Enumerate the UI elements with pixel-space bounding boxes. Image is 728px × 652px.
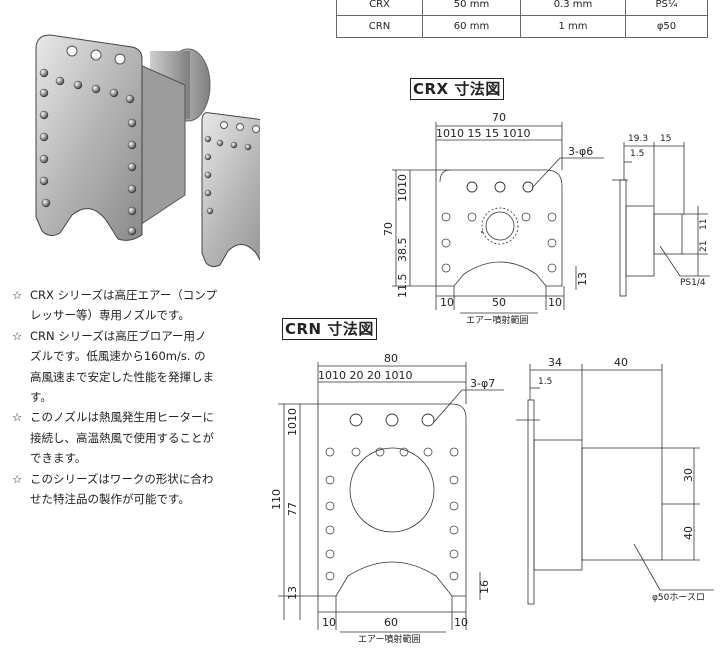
table-cell: 1 mm <box>520 15 626 38</box>
crx-holes-label: 3-φ6 <box>568 145 593 158</box>
list-item: ☆CRN シリーズは高圧ブロアー用ノズルです。低風速から160m/s. の高風速… <box>12 326 217 408</box>
crn-left-dim-bottom: 13 <box>286 586 299 600</box>
crx-side-offset: 1.5 <box>630 149 644 159</box>
table-cell: φ50 <box>625 15 708 38</box>
table-row: CRN 60 mm 1 mm φ50 <box>336 15 708 38</box>
crn-side-top-a: 34 <box>548 356 562 369</box>
table-row: CRX 50 mm 0.3 mm PS¼ <box>336 0 708 16</box>
product-description: ☆CRX シリーズは高圧エアー（コンプレッサー等）専用ノズルです。 ☆CRN シ… <box>12 285 217 509</box>
star-icon: ☆ <box>12 410 23 425</box>
spec-table: CRX 50 mm 0.3 mm PS¼ CRN 60 mm 1 mm φ50 <box>336 0 708 38</box>
crx-bottom-mid: 50 <box>492 296 506 309</box>
product-photo <box>35 34 260 268</box>
crx-right-dim: 13 <box>576 272 589 286</box>
star-icon: ☆ <box>12 288 23 302</box>
crx-left-dim-top: 1010 <box>396 174 409 202</box>
crx-drawing-title: CRX 寸法図 <box>410 78 504 100</box>
crn-top-segments: 1010 20 20 1010 <box>318 369 412 382</box>
crn-side-offset: 1.5 <box>538 377 552 387</box>
crn-holes-label: 3-φ7 <box>470 377 495 390</box>
crx-bottom-right: 10 <box>548 296 562 309</box>
crx-left-dim-mid: 38.5 <box>396 238 409 263</box>
crn-left-total: 110 <box>270 489 283 510</box>
crx-left-total: 70 <box>382 222 395 236</box>
crn-hose-label: φ50ホースロ <box>652 592 705 603</box>
list-item: ☆CRX シリーズは高圧エアー（コンプレッサー等）専用ノズルです。 <box>12 285 217 326</box>
crn-bottom-left: 10 <box>322 616 336 629</box>
crn-side-right-a: 30 <box>682 468 695 482</box>
crn-spray-label: エアー噴射範囲 <box>358 633 420 645</box>
crn-drawing-title: CRN 寸法図 <box>282 318 377 340</box>
crx-port-label: PS1/4 <box>680 278 706 288</box>
crn-side-right-b: 40 <box>682 526 695 540</box>
list-item: ☆このノズルは熱風発生用ヒーターに接続し、高温熱風で使用することができます。 <box>12 407 217 468</box>
crx-left-dim-bottom: 11.5 <box>396 274 409 299</box>
crn-bottom-mid: 60 <box>384 616 398 629</box>
star-icon: ☆ <box>12 471 23 486</box>
crx-side-top-a: 19.3 <box>628 134 648 144</box>
crx-side-top-b: 15 <box>660 134 671 144</box>
star-icon: ☆ <box>12 328 23 343</box>
crx-bottom-left: 10 <box>440 296 454 309</box>
crn-bottom-right: 10 <box>454 616 468 629</box>
crn-left-dim-mid: 77 <box>286 502 299 516</box>
list-item: ☆このシリーズはワークの形状に合わせた特注品の製作が可能です。 <box>12 469 217 510</box>
table-cell: 60 mm <box>422 15 521 38</box>
crx-side-right-b: 21 <box>699 241 709 252</box>
crn-side-top-b: 40 <box>614 356 628 369</box>
crx-width-label: 70 <box>492 111 506 124</box>
crn-right-dim: 16 <box>478 580 491 594</box>
crx-top-segments: 1010 15 15 1010 <box>436 127 530 140</box>
crn-left-dim-top: 1010 <box>286 408 299 436</box>
crx-side-right-a: 11 <box>699 219 709 230</box>
crx-spray-label: エアー噴射範囲 <box>466 314 528 326</box>
crn-width-label: 80 <box>384 352 398 365</box>
